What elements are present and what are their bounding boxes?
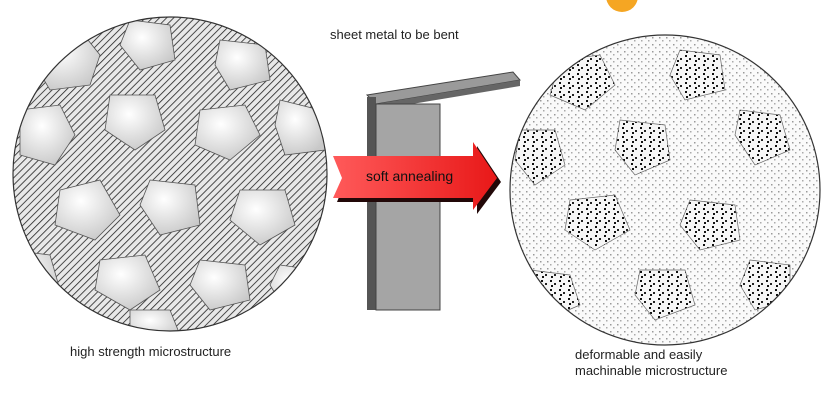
- right-caption-line2: machinable microstructure: [575, 363, 728, 378]
- accent-orange-circle: [606, 0, 638, 12]
- sheet-metal-shape: [365, 71, 521, 311]
- left-caption: high strength microstructure: [70, 344, 232, 359]
- right-caption-line1: deformable and easily: [575, 347, 703, 362]
- soft-annealing-arrow: [333, 142, 501, 214]
- soft-annealing-label: soft annealing: [366, 168, 454, 184]
- sheet-metal-label: sheet metal to be bent: [330, 27, 459, 42]
- high-strength-microstructure-image: [13, 17, 327, 331]
- deformable-microstructure-image: [510, 35, 820, 345]
